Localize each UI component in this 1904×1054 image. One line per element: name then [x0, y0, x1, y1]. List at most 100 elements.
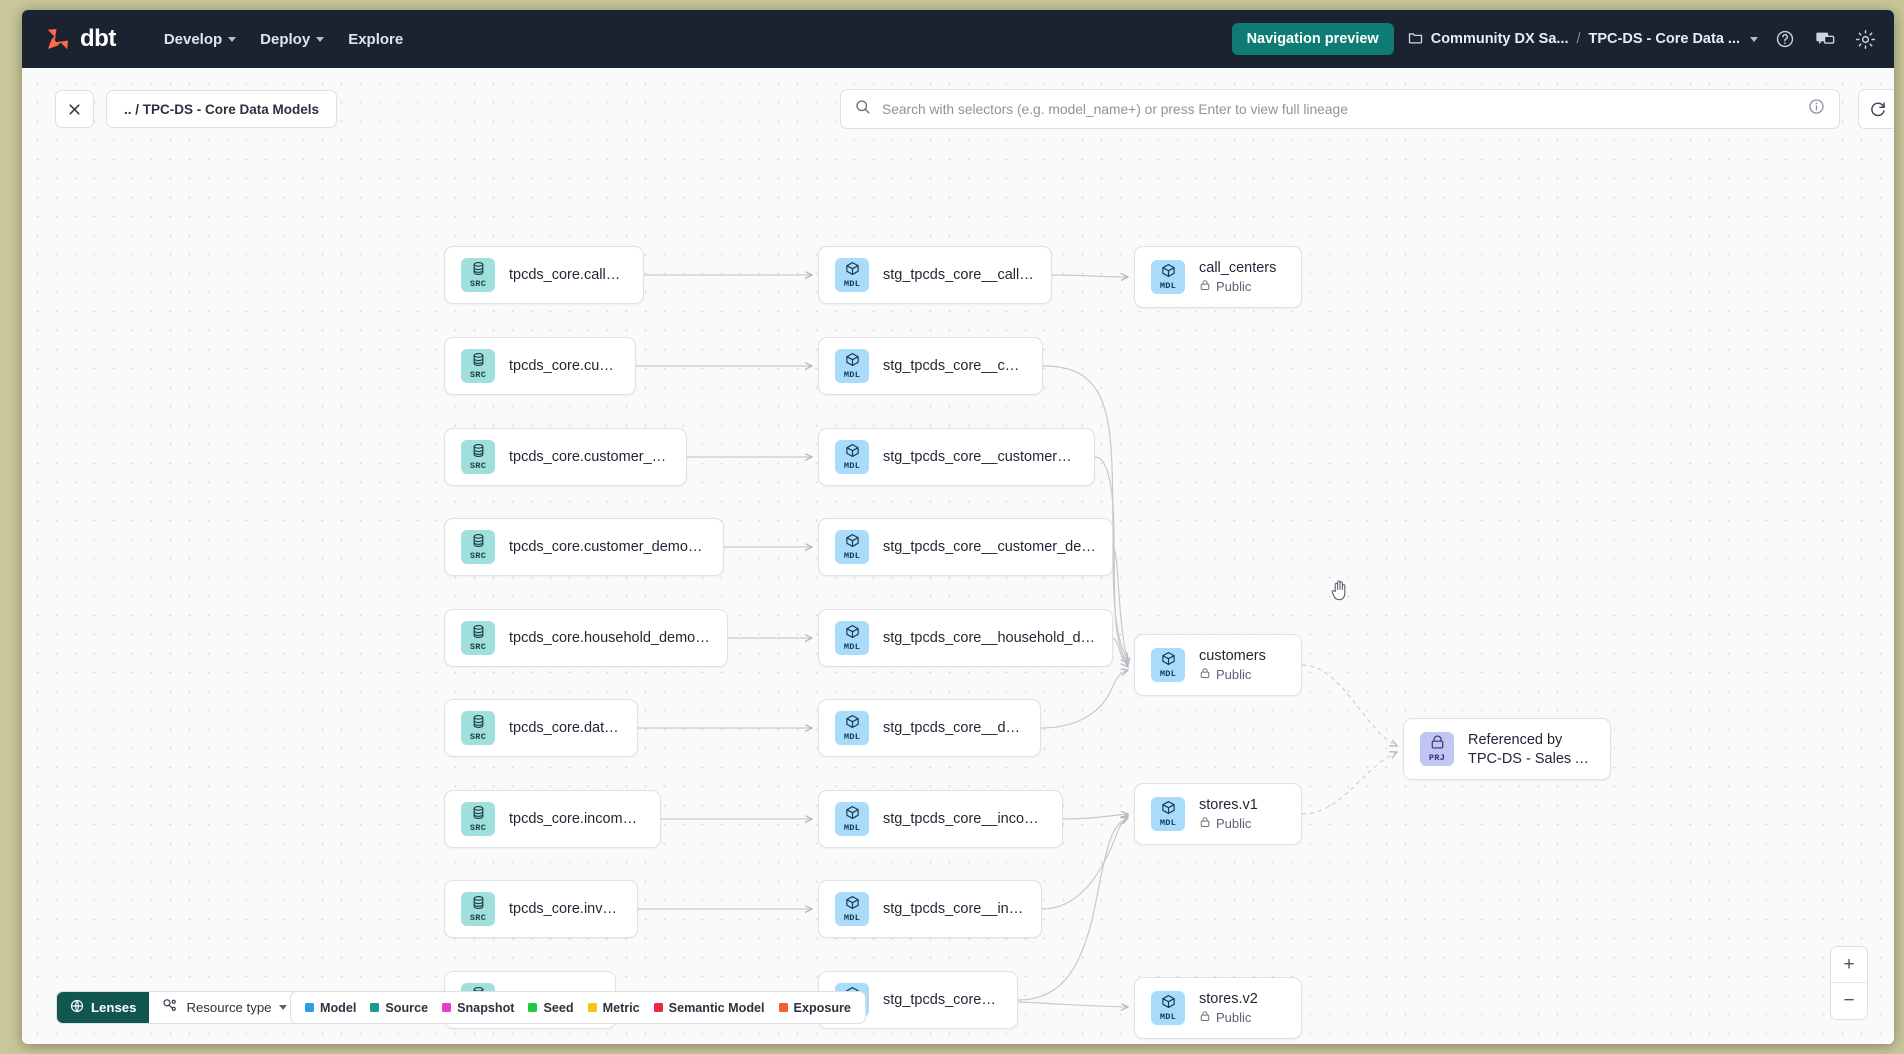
node-title: stg_tpcds_core__inventory	[883, 901, 1025, 917]
chevron-down-icon	[316, 36, 325, 42]
legend-swatch	[653, 1003, 663, 1012]
lineage-toolbar: .. / TPC-DS - Core Data Models	[22, 68, 1894, 140]
canvas-breadcrumb-button[interactable]: .. / TPC-DS - Core Data Models	[106, 90, 338, 128]
legend-item-snapshot[interactable]: Snapshot	[442, 1001, 514, 1015]
nav-item-deploy[interactable]: Deploy	[248, 25, 336, 54]
graph-node-mdl-stg-customer-demogra[interactable]: MDLstg_tpcds_core__customer_demogra…	[818, 518, 1113, 576]
nav-label-deploy: Deploy	[260, 30, 311, 48]
node-text-stack: tpcds_core.income_band	[509, 811, 644, 827]
close-button[interactable]	[55, 90, 94, 128]
node-text-stack: tpcds_core.date_dim	[509, 720, 621, 736]
dbt-logo[interactable]: dbt	[44, 25, 116, 53]
zoom-in-button[interactable]: +	[1831, 947, 1867, 983]
node-title: customers	[1199, 648, 1266, 664]
node-title: tpcds_core.customer	[509, 358, 619, 374]
node-text-stack: stg_tpcds_core__store	[883, 992, 1001, 1008]
mdl-badge-icon: MDL	[835, 440, 869, 474]
nav-item-develop[interactable]: Develop	[152, 25, 248, 54]
node-access-badge: Public	[1199, 279, 1276, 294]
mdl-badge-icon: MDL	[835, 711, 869, 745]
graph-node-mdl-stg-customer-address[interactable]: MDL stg_tpcds_core__customer_address	[818, 428, 1095, 486]
legend-item-model[interactable]: Model	[305, 1001, 356, 1015]
lenses-group: Lenses Resource type	[56, 991, 302, 1024]
breadcrumb: Community DX Sa... / TPC-DS - Core Data …	[1408, 30, 1758, 49]
lineage-canvas[interactable]: .. / TPC-DS - Core Data Models	[22, 68, 1894, 1044]
lock-icon	[1199, 667, 1211, 682]
legend-label: Semantic Model	[668, 1000, 765, 1015]
graph-node-mdl-stg-customer[interactable]: MDL stg_tpcds_core__customer	[818, 337, 1043, 395]
mdl-badge-icon: MDL	[835, 258, 869, 292]
src-badge-icon: SRC	[461, 258, 495, 292]
legend-swatch	[442, 1003, 452, 1012]
help-icon[interactable]	[1772, 26, 1798, 52]
nav-item-explore[interactable]: Explore	[336, 25, 415, 54]
node-title: stg_tpcds_core__customer_address	[883, 449, 1078, 465]
search-input[interactable]	[882, 101, 1797, 117]
legend-item-exposure[interactable]: Exposure	[778, 1001, 851, 1015]
legend-item-metric[interactable]: Metric	[587, 1000, 640, 1015]
info-icon[interactable]	[1808, 98, 1825, 120]
folder-icon	[1408, 30, 1423, 49]
lenses-button[interactable]: Lenses	[57, 992, 150, 1023]
settings-icon[interactable]	[1852, 26, 1878, 52]
src-badge-icon: SRC	[461, 530, 495, 564]
resource-type-button[interactable]: Resource type	[149, 992, 301, 1023]
src-badge-icon: SRC	[461, 440, 495, 474]
zoom-out-button[interactable]: −	[1843, 990, 1855, 1011]
node-text-stack: tpcds_core.customer_demographics	[509, 539, 707, 555]
search-icon	[855, 99, 871, 120]
node-text-stack: tpcds_core.household_demographics	[509, 630, 711, 646]
legend-label: Snapshot	[457, 1000, 515, 1015]
graph-node-mdl-stg-inventory[interactable]: MDL stg_tpcds_core__inventory	[818, 880, 1042, 938]
breadcrumb-project[interactable]: TPC-DS - Core Data ...	[1588, 31, 1740, 47]
dbt-wordmark: dbt	[80, 25, 116, 52]
node-title: stg_tpcds_core__income_band	[883, 811, 1046, 827]
refresh-button[interactable]	[1858, 89, 1894, 129]
mdl-badge-icon: MDL	[835, 892, 869, 926]
graph-node-src-household-demographics[interactable]: SRC tpcds_core.household_demographics	[444, 609, 728, 667]
resource-type-legend: Model Source Snapshot Seed Metric Semantic Mo…	[290, 991, 866, 1024]
graph-node-src-customer-demographics[interactable]: SRC tpcds_core.customer_demographics	[444, 518, 724, 576]
navigation-preview-button[interactable]: Navigation preview	[1231, 23, 1394, 55]
mdl-badge-icon: MDL	[835, 349, 869, 383]
graph-node-mdl-stg-date-dim[interactable]: MDL stg_tpcds_core__date_dim	[818, 699, 1041, 757]
resource-type-icon	[162, 998, 178, 1017]
feedback-icon[interactable]	[1812, 26, 1838, 52]
src-badge-icon: SRC	[461, 621, 495, 655]
mdl-badge-icon: MDL	[1151, 648, 1185, 682]
legend-item-semantic-model[interactable]: Semantic Model	[653, 1000, 765, 1015]
mdl-badge-icon: MDL	[1151, 797, 1185, 831]
hand-cursor-icon	[1330, 579, 1350, 601]
breadcrumb-account[interactable]: Community DX Sa...	[1430, 31, 1569, 47]
zoom-controls: + −	[1830, 946, 1868, 1020]
lineage-search[interactable]	[840, 89, 1840, 129]
dbt-logo-icon	[44, 26, 71, 53]
chevron-down-icon[interactable]	[1750, 36, 1758, 42]
graph-node-mdl-stg-household-demogr[interactable]: MDLstg_tpcds_core__household_demogr…	[818, 609, 1113, 667]
legend-label: Metric	[602, 1000, 640, 1015]
node-text-stack: stg_tpcds_core__date_dim	[883, 720, 1024, 736]
node-title: stg_tpcds_core__customer	[883, 358, 1026, 374]
legend-swatch	[587, 1003, 597, 1012]
legend-item-seed[interactable]: Seed	[528, 1001, 574, 1015]
node-text-stack: stg_tpcds_core__customer	[883, 358, 1026, 374]
legend-item-source[interactable]: Source	[370, 1001, 428, 1015]
lenses-label: Lenses	[91, 1000, 137, 1015]
